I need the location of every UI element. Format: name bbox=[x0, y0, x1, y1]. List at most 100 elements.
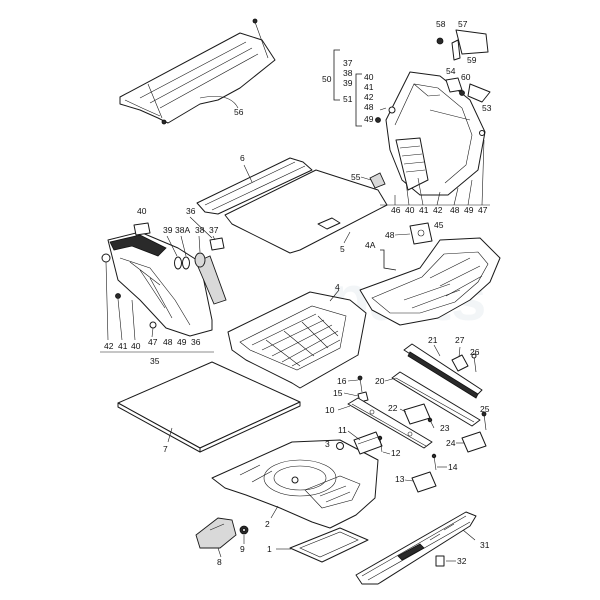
label-3: 3 bbox=[325, 439, 330, 449]
label-51: 51 bbox=[343, 94, 353, 104]
trim-clips-39-38A-38-37 bbox=[174, 237, 225, 270]
side-trim-right bbox=[369, 71, 486, 196]
label-41e: 41 bbox=[118, 341, 128, 351]
label-13: 13 bbox=[395, 474, 405, 484]
label-49a: 49 bbox=[364, 114, 374, 124]
bolt-12 bbox=[377, 435, 383, 453]
label-23: 23 bbox=[440, 423, 450, 433]
label-12: 12 bbox=[391, 448, 401, 458]
label-42b: 42 bbox=[433, 205, 443, 215]
lamp-bracket-57 bbox=[436, 29, 491, 103]
floor-mat-7 bbox=[117, 361, 301, 453]
bolt-25 bbox=[481, 411, 487, 431]
bracket-8 bbox=[195, 517, 237, 549]
label-36e: 36 bbox=[191, 337, 201, 347]
bracket-11 bbox=[353, 431, 383, 455]
label-60: 60 bbox=[461, 72, 471, 82]
label-42e: 42 bbox=[104, 341, 114, 351]
strip-6 bbox=[196, 157, 313, 215]
luggage-cover-56 bbox=[119, 18, 276, 125]
label-40b: 40 bbox=[405, 205, 415, 215]
bolt-26 bbox=[471, 353, 477, 373]
label-31: 31 bbox=[480, 540, 490, 550]
bracket-24 bbox=[461, 431, 487, 453]
label-26: 26 bbox=[470, 347, 480, 357]
rail-20 bbox=[391, 371, 481, 427]
grommet-3 bbox=[336, 442, 344, 450]
luggage-tray-4 bbox=[227, 291, 367, 389]
label-35: 35 bbox=[150, 356, 160, 366]
cap-27 bbox=[451, 354, 469, 372]
label-15: 15 bbox=[333, 388, 343, 398]
label-48b: 48 bbox=[450, 205, 460, 215]
label-38a: 38 bbox=[343, 68, 353, 78]
label-58: 58 bbox=[436, 19, 446, 29]
label-47e: 47 bbox=[148, 337, 158, 347]
label-47b: 47 bbox=[478, 205, 488, 215]
bolt-16 bbox=[357, 375, 363, 393]
label-4A: 4A bbox=[365, 240, 376, 250]
label-48e: 48 bbox=[163, 337, 173, 347]
label-1: 1 bbox=[267, 544, 272, 554]
label-40c: 40 bbox=[137, 206, 147, 216]
label-9: 9 bbox=[240, 544, 245, 554]
label-39c: 39 bbox=[163, 225, 173, 235]
label-24: 24 bbox=[446, 438, 456, 448]
side-trim-left bbox=[101, 222, 227, 337]
label-54: 54 bbox=[446, 66, 456, 76]
label-36: 36 bbox=[186, 206, 196, 216]
screw-23 bbox=[427, 417, 435, 429]
label-20: 20 bbox=[375, 376, 385, 386]
label-42a: 42 bbox=[364, 92, 374, 102]
label-56: 56 bbox=[234, 107, 244, 117]
label-8: 8 bbox=[217, 557, 222, 567]
label-2: 2 bbox=[265, 519, 270, 529]
label-7: 7 bbox=[163, 444, 168, 454]
label-40e: 40 bbox=[131, 341, 141, 351]
sill-cover-31 bbox=[355, 511, 477, 585]
bracket-22 bbox=[403, 403, 431, 425]
floor-panel-5 bbox=[224, 169, 388, 254]
label-11: 11 bbox=[338, 425, 347, 435]
label-49e: 49 bbox=[177, 337, 187, 347]
label-37c: 37 bbox=[209, 225, 219, 235]
label-25: 25 bbox=[480, 404, 490, 414]
label-38Ac: 38A bbox=[175, 225, 190, 235]
crossbar-10 bbox=[347, 397, 433, 449]
label-32: 32 bbox=[457, 556, 467, 566]
label-6: 6 bbox=[240, 153, 245, 163]
grommet-9 bbox=[239, 525, 249, 535]
label-49b: 49 bbox=[464, 205, 474, 215]
label-40a: 40 bbox=[364, 72, 374, 82]
label-37a: 37 bbox=[343, 58, 353, 68]
label-41b: 41 bbox=[419, 205, 429, 215]
label-22: 22 bbox=[388, 403, 398, 413]
label-14: 14 bbox=[448, 462, 458, 472]
label-5: 5 bbox=[340, 244, 345, 254]
label-27: 27 bbox=[455, 335, 465, 345]
label-48a: 48 bbox=[364, 102, 374, 112]
label-41a: 41 bbox=[364, 82, 374, 92]
luggage-tray-4A bbox=[359, 237, 501, 326]
label-55: 55 bbox=[351, 172, 361, 182]
label-53: 53 bbox=[482, 103, 492, 113]
label-4: 4 bbox=[335, 282, 340, 292]
label-59: 59 bbox=[467, 55, 477, 65]
label-38c: 38 bbox=[195, 225, 205, 235]
label-45: 45 bbox=[434, 220, 444, 230]
bracket-13 bbox=[411, 471, 437, 493]
rail-21 bbox=[403, 343, 483, 399]
label-21: 21 bbox=[428, 335, 438, 345]
label-48d: 48 bbox=[385, 230, 395, 240]
label-39a: 39 bbox=[343, 78, 353, 88]
cover-plate-1 bbox=[289, 527, 369, 563]
label-50: 50 bbox=[322, 74, 332, 84]
label-10: 10 bbox=[325, 405, 335, 415]
label-57: 57 bbox=[458, 19, 468, 29]
floor-pan-2 bbox=[211, 439, 379, 529]
label-16: 16 bbox=[337, 376, 347, 386]
bolt-14 bbox=[431, 453, 437, 471]
plug-32 bbox=[435, 555, 445, 567]
label-46: 46 bbox=[391, 205, 401, 215]
